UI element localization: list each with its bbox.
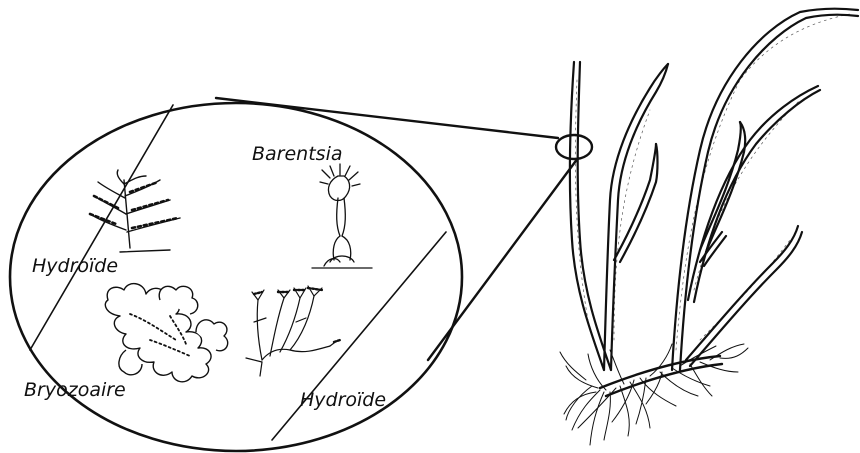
zoom-indicator	[216, 98, 592, 360]
hydroide-feather-drawing	[90, 170, 180, 252]
label-hydroide-bottom: Hydroïde	[300, 389, 386, 411]
label-barentsia: Barentsia	[252, 143, 343, 165]
roots-tangle	[560, 344, 748, 445]
seagrass-plant	[560, 9, 858, 445]
magnified-view: Barentsia Hydroïde Bryozoaire Hydroïde	[10, 103, 462, 451]
zoom-source-circle	[556, 135, 592, 159]
label-bryozoaire: Bryozoaire	[24, 379, 126, 401]
barentsia-drawing	[312, 164, 372, 268]
bryozoaire-drawing	[105, 284, 227, 382]
hydroide-branching-drawing	[246, 286, 340, 376]
label-hydroide-top: Hydroïde	[32, 255, 118, 277]
